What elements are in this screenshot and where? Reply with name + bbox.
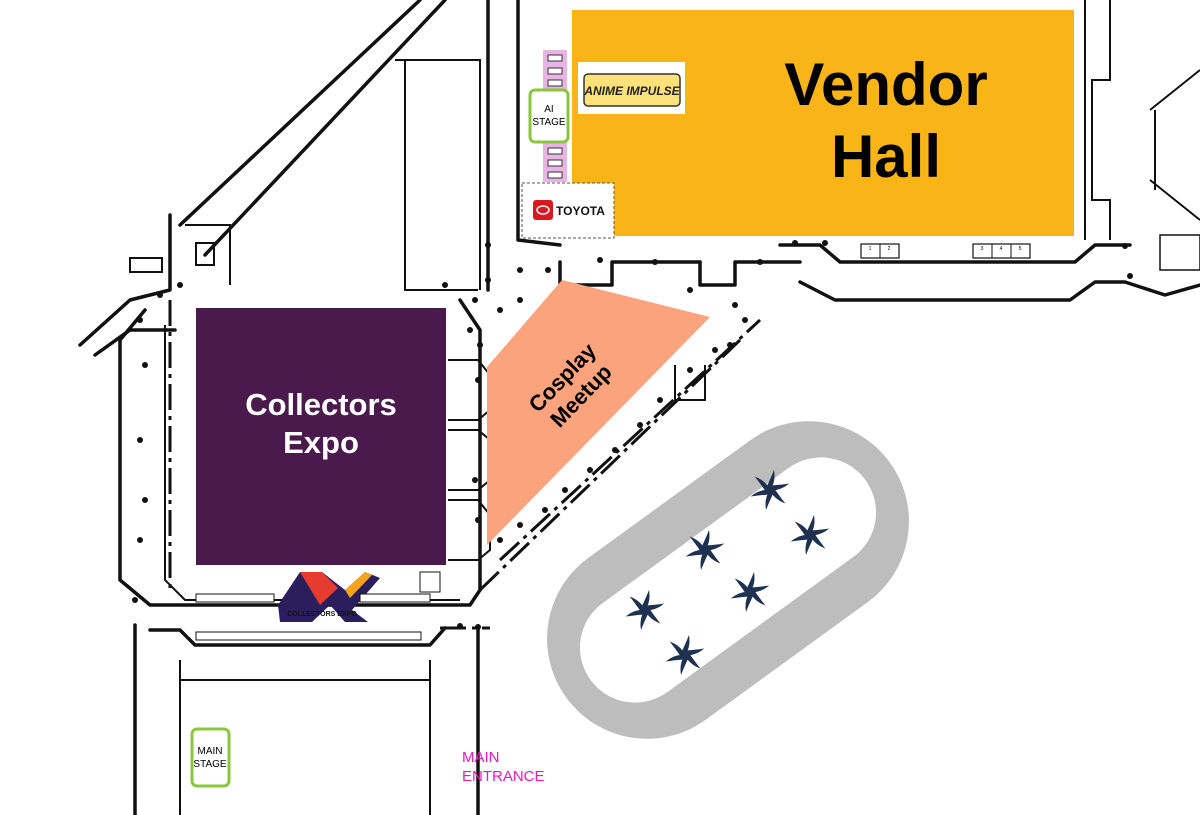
support-column: [587, 467, 593, 473]
ai-stage[interactable]: AI STAGE: [528, 88, 570, 144]
support-column: [137, 437, 143, 443]
support-column: [687, 287, 693, 293]
support-column: [597, 257, 603, 263]
support-column: [612, 447, 618, 453]
support-column: [637, 422, 643, 428]
support-column: [652, 259, 658, 265]
ai-stage-booths: [543, 50, 567, 182]
anime-impulse-logo: ANIME IMPULSE: [578, 62, 685, 114]
main-entrance[interactable]: MAIN ENTRANCE: [462, 749, 545, 785]
booth-number: 1: [869, 246, 872, 252]
booth-number: 3: [981, 246, 984, 252]
support-column: [657, 397, 663, 403]
palm-tree-icon: [625, 590, 665, 630]
support-column: [542, 507, 548, 513]
support-column: [472, 297, 478, 303]
support-column: [742, 317, 748, 323]
support-columns: [132, 240, 1133, 630]
support-column: [477, 342, 483, 348]
support-column: [142, 362, 148, 368]
support-column: [1127, 273, 1133, 279]
support-column: [485, 242, 491, 248]
support-column: [1122, 243, 1128, 249]
collectors-expo-area[interactable]: Collectors Expo: [196, 308, 446, 565]
vendor-hall-label-line2: Hall: [831, 123, 941, 190]
vendor-booths-right: 3 4 5: [972, 243, 1031, 259]
collectors-expo-logo: COLLECTORS EXPO: [278, 572, 380, 622]
main-stage[interactable]: MAIN STAGE: [190, 727, 231, 788]
support-column: [712, 347, 718, 353]
support-column: [485, 277, 491, 283]
palm-tree-icon: [665, 635, 705, 675]
support-column: [137, 537, 143, 543]
support-column: [497, 537, 503, 543]
main-stage-label-line1: MAIN: [198, 746, 223, 757]
vendor-hall-area[interactable]: Vendor Hall: [572, 10, 1074, 236]
ai-stage-label-line1: AI: [544, 104, 553, 115]
toyota-icon: [533, 200, 553, 220]
ai-stage-label-line2: STAGE: [532, 117, 565, 128]
palm-tree-icon: [790, 515, 830, 555]
support-column: [475, 624, 481, 630]
support-column: [475, 377, 481, 383]
support-column: [517, 522, 523, 528]
support-column: [467, 327, 473, 333]
support-column: [475, 517, 481, 523]
support-column: [457, 623, 463, 629]
palm-trees: [625, 470, 830, 675]
support-column: [157, 292, 163, 298]
support-column: [732, 302, 738, 308]
support-column: [517, 267, 523, 273]
collectors-expo-label-line2: Expo: [283, 425, 359, 460]
collectors-expo-logo-text: COLLECTORS EXPO: [287, 611, 357, 618]
support-column: [497, 307, 503, 313]
booth-number: 4: [1000, 246, 1003, 252]
main-entrance-label-line2: ENTRANCE: [462, 768, 545, 785]
building-walls: [78, 0, 1200, 815]
cosplay-meetup-area[interactable]: Cosplay Meetup: [487, 280, 710, 545]
palm-tree-icon: [750, 470, 790, 510]
support-column: [562, 487, 568, 493]
toyota-label: TOYOTA: [556, 204, 605, 218]
support-column: [545, 267, 551, 273]
support-column: [757, 259, 763, 265]
driveway-loop: [547, 421, 909, 739]
booth-number: 5: [1019, 246, 1022, 252]
support-column: [822, 240, 828, 246]
vendor-booths-left: 1 2: [860, 243, 900, 259]
main-entrance-label-line1: MAIN: [462, 749, 500, 766]
support-column: [472, 477, 478, 483]
toyota-booth[interactable]: TOYOTA: [521, 182, 615, 239]
palm-tree-icon: [685, 530, 725, 570]
support-column: [137, 317, 143, 323]
vendor-hall-label-line1: Vendor: [784, 51, 987, 118]
collectors-booth-strips: [195, 571, 441, 641]
support-column: [442, 282, 448, 288]
support-column: [792, 240, 798, 246]
support-column: [517, 297, 523, 303]
collectors-expo-label-line1: Collectors: [245, 387, 397, 422]
palm-tree-icon: [730, 572, 770, 612]
support-column: [727, 342, 733, 348]
support-column: [142, 497, 148, 503]
booth-number: 2: [888, 246, 891, 252]
support-column: [177, 282, 183, 288]
support-column: [687, 367, 693, 373]
anime-impulse-logo-text: ANIME IMPULSE: [583, 84, 680, 98]
support-column: [132, 597, 138, 603]
main-stage-label-line2: STAGE: [193, 759, 226, 770]
